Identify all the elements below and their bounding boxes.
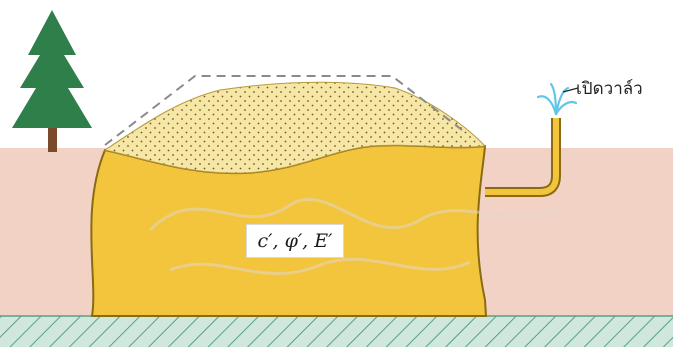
pine-tree-icon: [12, 10, 92, 152]
soil-parameters-label: c′, φ′, E′: [246, 224, 344, 258]
open-valve-label: เปิดวาล์ว: [576, 75, 643, 102]
water-spray-icon: [538, 84, 576, 114]
bedrock-layer: [0, 316, 673, 347]
